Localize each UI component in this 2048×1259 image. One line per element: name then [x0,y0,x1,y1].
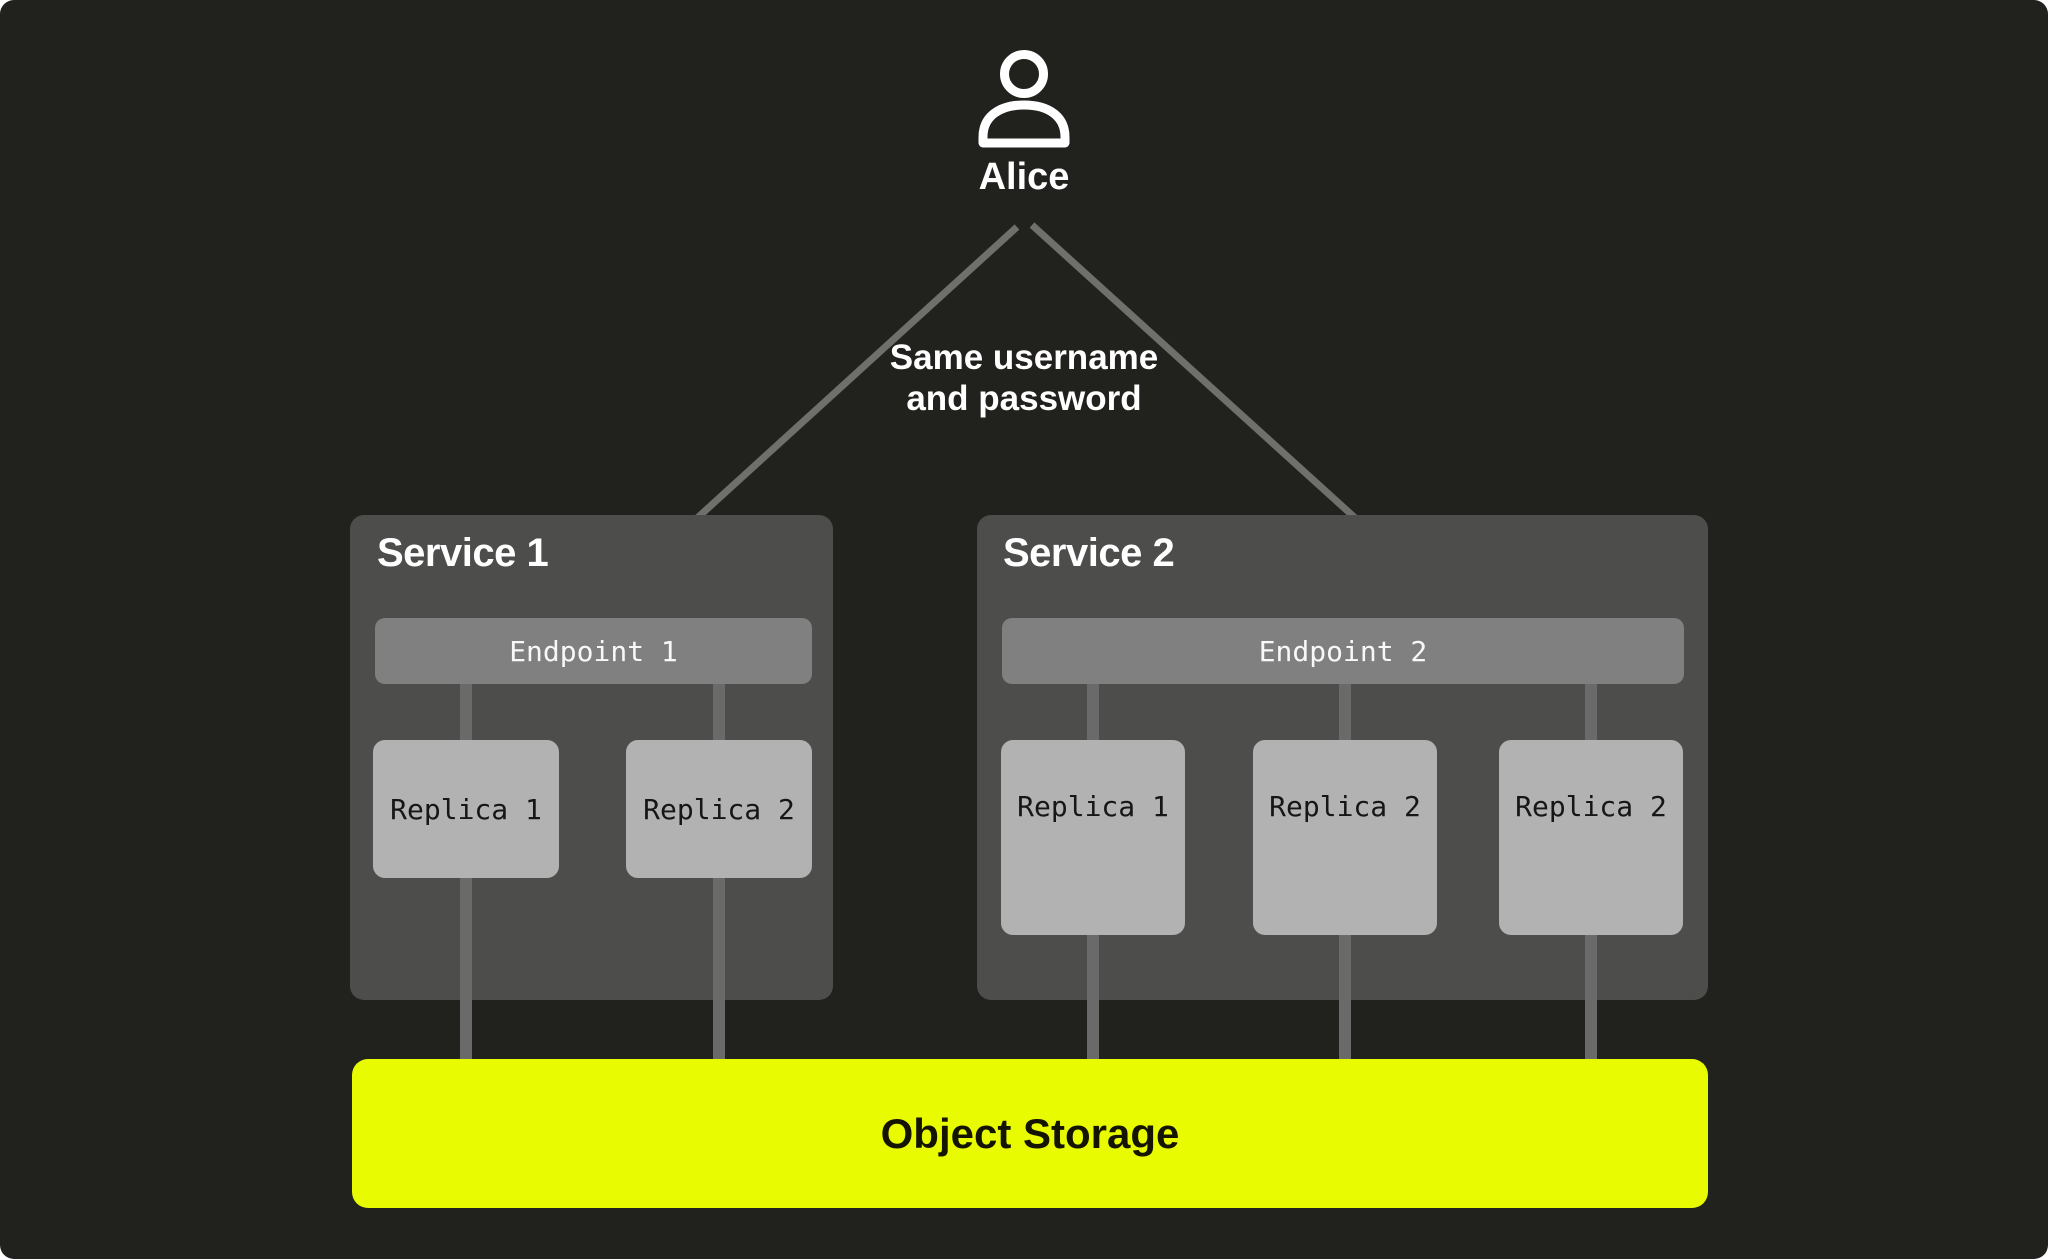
credentials-note: Same username and password [890,337,1158,419]
service-2-replica-1-node: Replica 1 [1001,740,1185,935]
service-2-title: Service 2 [1003,531,1175,575]
service-2-replica-3-node: Replica 2 [1499,740,1683,935]
service-1-replica-2-node: Replica 2 [626,740,812,878]
object-storage-bar: Object Storage [352,1059,1708,1208]
credentials-note-line1: Same username [889,338,1159,377]
service-1-replica-1-node: Replica 1 [373,740,559,878]
service-1-title: Service 1 [377,531,549,575]
endpoint-1-node: Endpoint 1 [375,618,812,684]
endpoint-2-node: Endpoint 2 [1002,618,1684,684]
person-icon [978,50,1070,148]
credentials-note-line2: and password [906,379,1142,418]
service-2-replica-2-node: Replica 2 [1253,740,1437,935]
object-storage-label: Object Storage [880,1109,1180,1157]
user-label: Alice [978,156,1070,198]
